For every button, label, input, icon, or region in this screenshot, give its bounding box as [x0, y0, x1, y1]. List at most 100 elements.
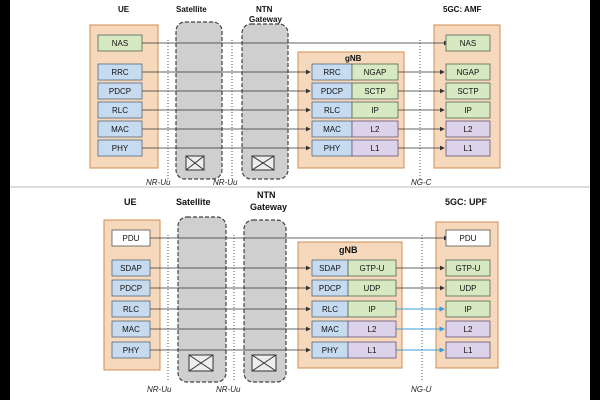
top-core-stack: NAS NGAP SCTP IP L2 L1 [445, 34, 491, 157]
bottom-gnb-ip-box [347, 300, 397, 318]
bottom-core-l1-box [445, 341, 491, 359]
bottom-core-gtpu-label: GTP-U [456, 264, 481, 273]
bottom-core-l2-label: L2 [464, 325, 473, 334]
top-gnb-sctp-box [351, 82, 399, 100]
bottom-core-ip-label: IP [464, 305, 472, 314]
top-ue-phy-box [97, 139, 143, 157]
bottom-iface-label-2: NR-Uu [216, 385, 241, 394]
right-border [590, 0, 600, 400]
left-border [0, 0, 10, 400]
top-gateway-title-1: NTN [256, 5, 273, 14]
bottom-core-l1-label: L1 [464, 346, 473, 355]
bottom-core-gtpu-box [445, 259, 491, 277]
top-gateway-x-icon [251, 155, 275, 171]
bottom-gnb-gtpu-label: GTP-U [360, 264, 385, 273]
top-gnb-title: gNB [345, 54, 362, 63]
top-satellite-pill [175, 21, 223, 180]
top-gnb-rlc-label: RLC [324, 106, 340, 115]
bottom-gnb-l2-label: L2 [368, 325, 377, 334]
top-core-ip-label: IP [464, 106, 472, 115]
top-gateway-title-2: Gateway [249, 15, 282, 24]
top-ue-mac-label: MAC [111, 125, 129, 134]
top-gnb-l2-label: L2 [371, 125, 380, 134]
top-satellite-title: Satellite [176, 5, 207, 14]
top-gateway-pill [241, 23, 289, 180]
bottom-ue-title: UE [124, 197, 137, 207]
bottom-satellite-pill [177, 216, 227, 383]
top-gnb-l1-box [351, 139, 399, 157]
top-core-l1-box [445, 139, 491, 157]
bottom-gnb-mac-label: MAC [321, 325, 339, 334]
top-iface-label-3: NG-C [411, 178, 432, 187]
bottom-gnb-title: gNB [339, 245, 358, 255]
bottom-ue-pdu-box [111, 229, 151, 247]
bottom-ue-phy-box [111, 341, 151, 359]
bottom-gateway-title-1: NTN [257, 190, 276, 200]
top-ue-mac-box [97, 120, 143, 138]
top-core-nas-label: NAS [460, 39, 476, 48]
top-ue-rlc-label: RLC [112, 106, 128, 115]
top-core-sctp-box [445, 82, 491, 100]
top-gnb-ngap-box [351, 63, 399, 81]
top-ue-nas-label: NAS [112, 39, 128, 48]
top-gnb-phy-label: PHY [324, 144, 341, 153]
top-core-sctp-label: SCTP [457, 87, 478, 96]
bottom-gnb-sdap-label: SDAP [319, 264, 341, 273]
top-panel: UE Satellite NTN Gateway 5GC: AMF gNB NR… [89, 5, 501, 187]
top-ue-phy-label: PHY [112, 144, 129, 153]
bottom-panel: UE Satellite NTN Gateway 5GC: UPF gNB NR… [103, 190, 499, 394]
top-core-ip-box [445, 101, 491, 119]
bottom-gnb-gtpu-box [347, 259, 397, 277]
top-gnb-sctp-label: SCTP [364, 87, 385, 96]
bottom-gnb-stack: SDAP GTP-U PDCP UDP RLC IP MAC L2 PHY L1 [311, 259, 397, 359]
bottom-gnb-phy-label: PHY [322, 346, 339, 355]
top-gnb-pdcp-label: PDCP [321, 87, 343, 96]
top-ue-rrc-label: RRC [111, 68, 129, 77]
bottom-satellite-x-icon [188, 354, 214, 372]
bottom-core-udp-box [445, 279, 491, 297]
bottom-ue-phy-label: PHY [123, 346, 140, 355]
bottom-core-udp-label: UDP [460, 284, 477, 293]
bottom-gateway-x-icon [251, 354, 277, 372]
bottom-core-stack: PDU GTP-U UDP IP L2 L1 [445, 229, 491, 359]
bottom-ue-pdu-label: PDU [123, 234, 140, 243]
top-core-l2-box [445, 120, 491, 138]
bottom-ue-stack: PDU SDAP PDCP RLC MAC PHY [111, 229, 151, 359]
bottom-connections [150, 235, 449, 353]
top-ue-rlc-box [97, 101, 143, 119]
top-gnb-mac-label: MAC [323, 125, 341, 134]
bottom-satellite-title: Satellite [176, 197, 211, 207]
bottom-ue-rlc-box [111, 300, 151, 318]
top-iface-label-2: NR-Uu [213, 178, 238, 187]
bottom-gnb-rlc-label: RLC [322, 305, 338, 314]
top-ue-pdcp-box [97, 82, 143, 100]
top-gnb-rrc-label: RRC [323, 68, 341, 77]
top-core-nas-box [445, 34, 491, 52]
top-gnb-ip-box [351, 101, 399, 119]
top-iface-label-1: NR-Uu [146, 178, 171, 187]
bottom-gnb-l1-box [347, 341, 397, 359]
bottom-gnb-l2-box [347, 320, 397, 338]
bottom-ue-mac-box [111, 320, 151, 338]
top-gnb-ngap-label: NGAP [364, 68, 387, 77]
top-core-ngap-label: NGAP [457, 68, 480, 77]
top-ue-nas-box [97, 34, 143, 52]
bottom-gnb-pdcp-label: PDCP [319, 284, 341, 293]
bottom-gnb-ip-label: IP [368, 305, 376, 314]
top-ue-stack: NAS RRC PDCP RLC MAC PHY [97, 34, 143, 157]
bottom-core-l2-box [445, 320, 491, 338]
top-gnb-ip-label: IP [371, 106, 379, 115]
bottom-ue-pdcp-box [111, 279, 151, 297]
top-gnb-stack: RRC NGAP PDCP SCTP RLC IP MAC L2 PHY L1 [311, 63, 399, 157]
bottom-ue-rlc-label: RLC [123, 305, 139, 314]
bottom-gnb-udp-label: UDP [364, 284, 381, 293]
bottom-iface-label-3: NG-U [411, 385, 432, 394]
top-ue-title: UE [118, 5, 130, 14]
bottom-gateway-title-2: Gateway [250, 202, 287, 212]
bottom-gnb-udp-box [347, 279, 397, 297]
bottom-core-title: 5GC: UPF [445, 197, 488, 207]
bottom-ue-sdap-box [111, 259, 151, 277]
bottom-ue-pdcp-label: PDCP [120, 284, 142, 293]
bottom-ue-mac-label: MAC [122, 325, 140, 334]
